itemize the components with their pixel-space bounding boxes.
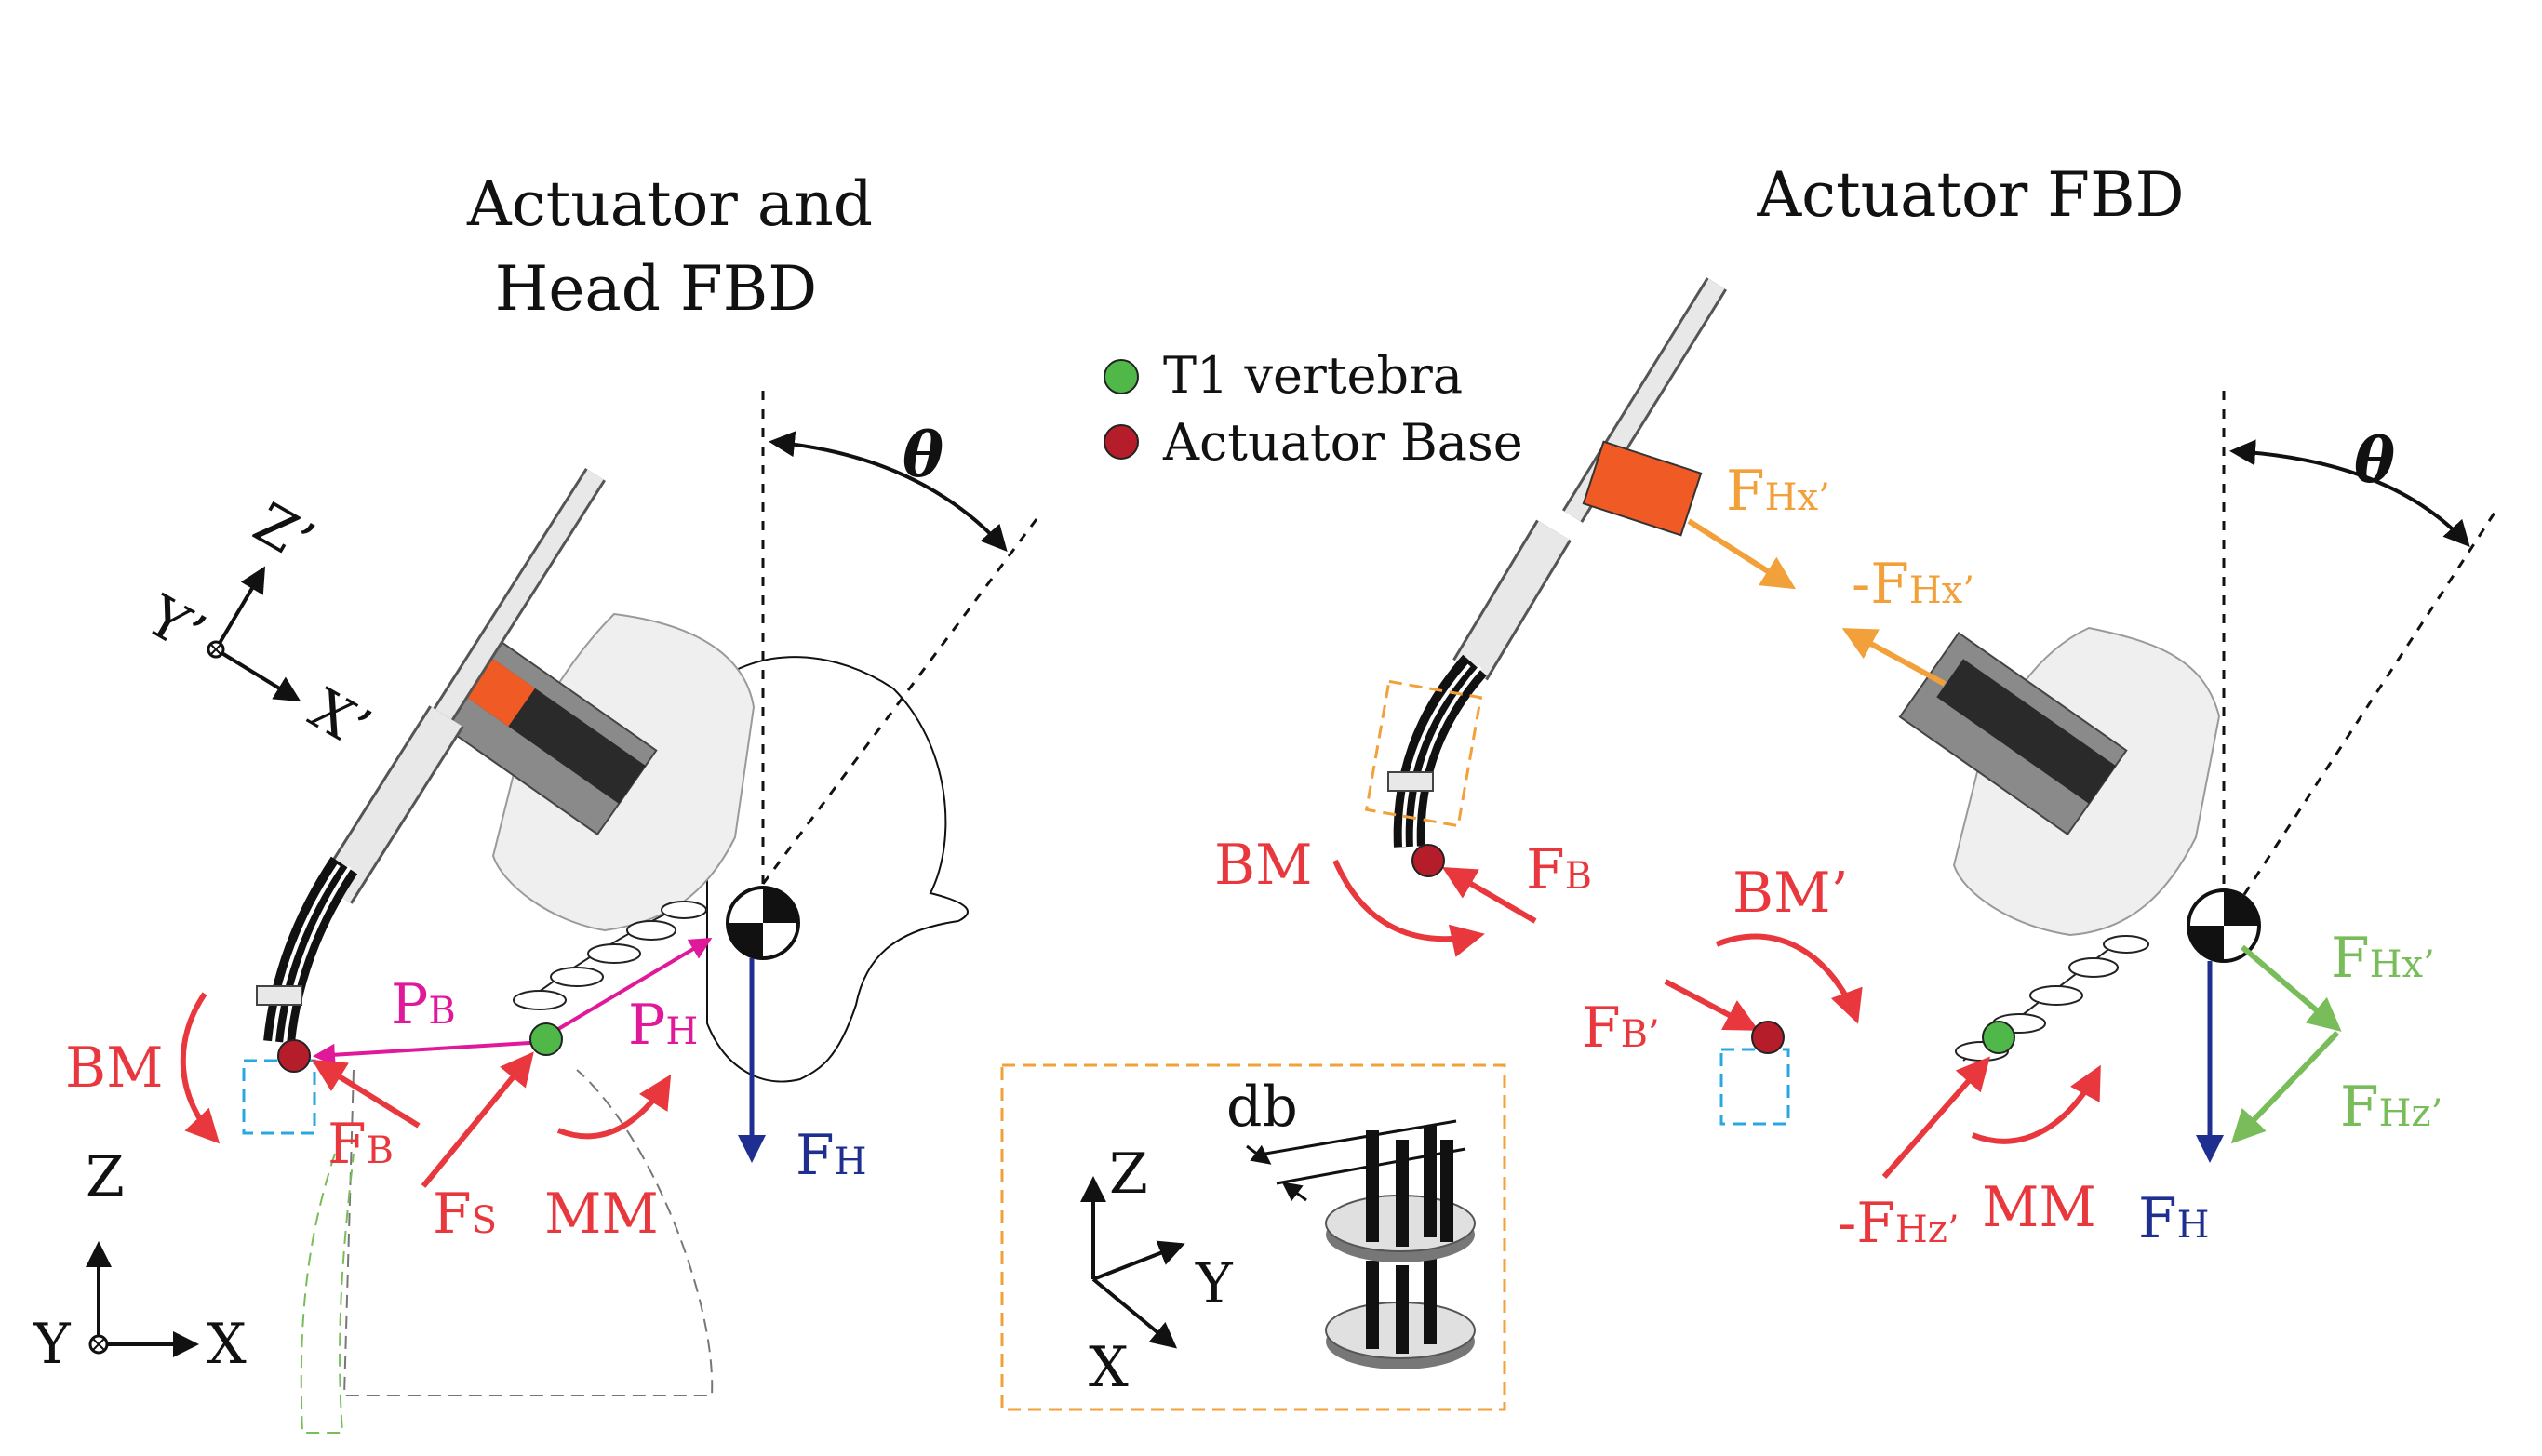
left-bending-segment <box>263 856 358 1044</box>
inset-axis-Y-label: Y <box>1195 1251 1234 1316</box>
right-FBp-vector <box>1664 979 1759 1031</box>
right-panel: θ <box>1214 277 2500 1256</box>
left-title-line1: Actuator and <box>466 168 873 240</box>
left-PH-label: PH <box>628 993 698 1058</box>
left-MM-label: MM <box>544 1182 659 1247</box>
left-FS-label: FS <box>433 1182 497 1247</box>
right-clamp-ring <box>1387 771 1434 792</box>
left-t1-vertebra-marker <box>529 1022 563 1056</box>
inset-db-arrow-bottom <box>1281 1182 1307 1202</box>
right-FHx-label: FHx’ <box>1726 459 1830 524</box>
left-cyan-dashed-box <box>242 1059 316 1135</box>
right-bending-segment <box>1393 654 1487 848</box>
left-FB-vector <box>311 1059 421 1129</box>
left-FH-label: FH <box>796 1123 867 1188</box>
axis-Y-label: Y <box>33 1312 72 1377</box>
right-gFHz-vector <box>2230 1030 2340 1144</box>
left-PB-vector <box>313 1040 545 1066</box>
right-theta-label: θ <box>2354 424 2395 497</box>
right-gFHz-label: FHz’ <box>2340 1075 2442 1140</box>
right-FB-vector <box>1441 866 1537 924</box>
left-title-line2: Head FBD <box>495 253 817 325</box>
left-PH-vector <box>547 937 713 1036</box>
left-actuator-base-marker <box>277 1039 311 1073</box>
left-green-dashed-outline <box>300 1153 355 1434</box>
legend-t1-label: T1 vertebra <box>1163 346 1463 405</box>
left-PB-label: PB <box>391 972 456 1037</box>
right-bending-stripe-1 <box>1401 663 1471 848</box>
right-bending-stripe-2 <box>1412 665 1482 849</box>
right-center-of-mass-icon <box>2187 888 2261 963</box>
legend: T1 vertebra Actuator Base <box>1104 346 1523 472</box>
right-title: Actuator FBD <box>1756 159 2184 231</box>
inset-panel: Z Y X db <box>1000 1063 1506 1411</box>
left-actuator-rod <box>317 468 606 904</box>
left-bending-stripe-1 <box>272 863 341 1043</box>
left-FB-label: FB <box>328 1112 394 1177</box>
right-negFHx-label: -FHx’ <box>1852 552 1974 617</box>
axis-Xp-label: X’ <box>299 676 381 762</box>
right-FBp-label: FB’ <box>1582 995 1660 1061</box>
right-actuator-base-copy-marker <box>1751 1021 1785 1054</box>
inset-dashed-frame <box>1000 1063 1506 1411</box>
left-center-of-mass-icon <box>726 886 800 960</box>
inset-module-illustration <box>1325 1126 1476 1369</box>
right-negFHz-label: -FHz’ <box>1838 1191 1960 1256</box>
right-FB-label: FB <box>1526 837 1592 902</box>
right-tilted-axis-line <box>2222 506 2500 927</box>
inset-axis-X-label: X <box>1089 1335 1129 1400</box>
local-axes: Z’ X’ Y’ <box>135 490 381 762</box>
right-BMp-label: BM’ <box>1733 861 1849 926</box>
axis-Yp-label: Y’ <box>135 583 216 667</box>
global-axes: Z X Y <box>33 1144 247 1377</box>
t1-vertebra-legend-icon <box>1104 359 1139 394</box>
inset-db-label: db <box>1226 1075 1298 1140</box>
right-orange-dashed-box <box>1364 679 1483 828</box>
left-MM-arrow <box>556 1074 672 1140</box>
right-magnet-block <box>1582 440 1703 537</box>
left-theta-arc <box>769 431 1008 552</box>
right-actuator-rod <box>1452 277 1728 681</box>
inset-axis-X-line <box>1091 1277 1178 1349</box>
left-theta-label: θ <box>903 419 943 491</box>
axis-X-label: X <box>207 1312 247 1377</box>
right-negFHz-vector <box>1881 1056 1990 1179</box>
right-theta-arc <box>2229 439 2470 547</box>
right-MM-label: MM <box>1982 1175 2096 1240</box>
left-spine <box>513 901 707 1010</box>
inset-db-arrow-top <box>1246 1144 1272 1165</box>
right-BM-arrow <box>1332 859 1485 957</box>
right-cyan-dashed-box <box>1719 1048 1790 1126</box>
right-BMp-arrow <box>1715 933 1863 1024</box>
left-BM-arrow <box>180 992 221 1144</box>
axis-Z-label: Z <box>86 1144 125 1209</box>
left-BM-label: BM <box>65 1035 164 1101</box>
inset-axis-Y-line <box>1092 1240 1185 1281</box>
axis-Zp-label: Z’ <box>243 490 325 575</box>
legend-base-label: Actuator Base <box>1162 413 1523 472</box>
left-magnet-housing <box>428 631 658 836</box>
left-clamp-ring <box>256 985 302 1006</box>
left-FS-vector <box>421 1051 534 1188</box>
left-torso-dashed-outline <box>342 1069 714 1396</box>
right-FHx-vector <box>1687 518 1797 590</box>
right-gFHx-label: FHx’ <box>2331 926 2435 991</box>
right-actuator-base-marker <box>1411 844 1445 877</box>
right-MM-arrow <box>1971 1064 2101 1144</box>
left-head-outline <box>706 656 969 1083</box>
right-BM-label: BM <box>1214 833 1313 898</box>
inset-axis-Z-label: Z <box>1109 1142 1148 1207</box>
left-panel: θ <box>33 391 1044 1434</box>
left-bending-stripe-2 <box>283 865 352 1045</box>
actuator-base-legend-icon <box>1104 424 1139 460</box>
right-FH-label: FH <box>2138 1186 2210 1251</box>
right-spine <box>1955 935 2149 1062</box>
right-gFHx-vector <box>2241 944 2342 1032</box>
right-negFHx-vector <box>1841 628 1947 687</box>
right-t1-vertebra-marker <box>1982 1021 2015 1054</box>
